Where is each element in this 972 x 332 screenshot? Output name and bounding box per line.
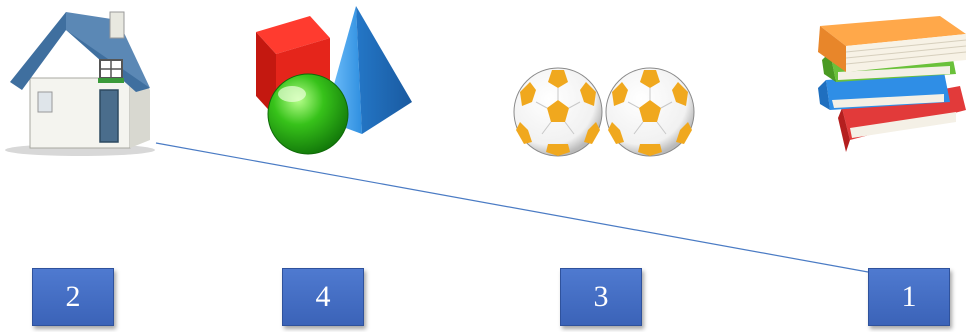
books-stack-icon <box>818 16 967 152</box>
number-box-label: 2 <box>65 280 81 313</box>
number-box-1[interactable]: 1 <box>868 268 950 326</box>
number-box-label: 1 <box>901 280 917 313</box>
number-box-2[interactable]: 2 <box>32 268 114 326</box>
number-box-3[interactable]: 3 <box>560 268 642 326</box>
house-icon <box>5 11 155 156</box>
soccer-ball-icon <box>513 67 695 157</box>
number-box-4[interactable]: 4 <box>282 268 364 326</box>
connector-line <box>155 142 869 273</box>
number-box-label: 3 <box>593 280 609 313</box>
number-box-label: 4 <box>315 280 331 313</box>
geometric-shapes-icon <box>256 6 412 155</box>
